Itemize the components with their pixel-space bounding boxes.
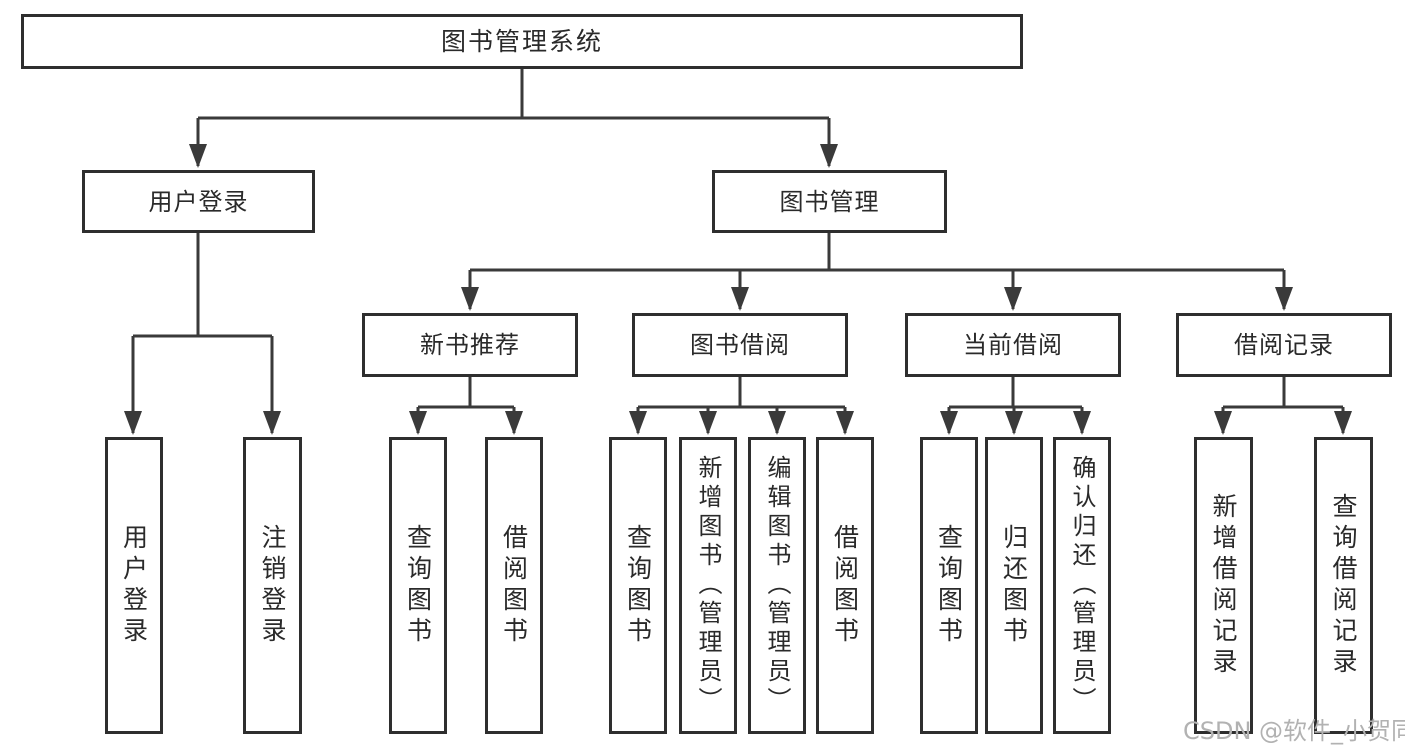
leaf-recommend-query-books: 查询图书 <box>389 437 447 734</box>
connector-book-borrow <box>629 377 854 435</box>
leaf-current-query-books: 查询图书 <box>920 437 978 734</box>
csdn-watermark: CSDN @软件_小贺同学 <box>1183 717 1405 745</box>
leaf-current-confirm-return-admin: 确认归还（管理员） <box>1053 437 1111 734</box>
node-library-system: 图书管理系统 <box>21 14 1023 69</box>
leaf-recommend-borrow-books: 借阅图书 <box>485 437 543 734</box>
leaf-records-add-record: 新增借阅记录 <box>1194 437 1253 734</box>
leaf-borrow-edit-books-admin: 编辑图书（管理员） <box>748 437 806 734</box>
leaf-records-query-record: 查询借阅记录 <box>1314 437 1373 734</box>
node-book-mgmt: 图书管理 <box>712 170 947 233</box>
connector-new-books <box>409 377 523 435</box>
connector-user-login <box>124 233 281 435</box>
leaf-borrow-borrow-books: 借阅图书 <box>816 437 874 734</box>
connector-root <box>189 69 838 168</box>
node-borrow-records: 借阅记录 <box>1176 313 1392 377</box>
connector-current-borrow <box>940 377 1091 435</box>
node-book-borrow: 图书借阅 <box>632 313 848 377</box>
leaf-borrow-query-books: 查询图书 <box>609 437 667 734</box>
node-current-borrow: 当前借阅 <box>905 313 1121 377</box>
node-new-books: 新书推荐 <box>362 313 578 377</box>
connector-book-mgmt <box>461 233 1293 311</box>
leaf-user-login: 用户登录 <box>105 437 163 734</box>
node-user-login: 用户登录 <box>82 170 315 233</box>
leaf-logout: 注销登录 <box>243 437 302 734</box>
leaf-current-return-books: 归还图书 <box>985 437 1043 734</box>
leaf-borrow-add-books-admin: 新增图书（管理员） <box>679 437 737 734</box>
connector-borrow-records <box>1214 377 1352 435</box>
